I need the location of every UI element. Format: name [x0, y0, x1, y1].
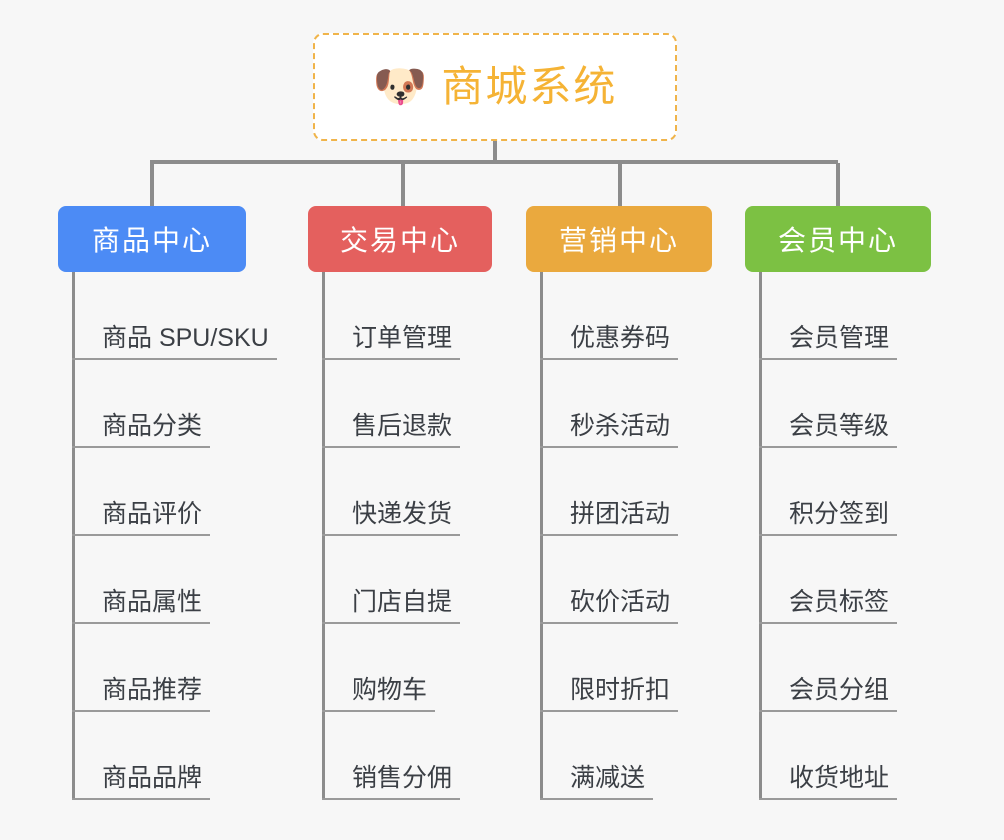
leaf-item[interactable]: 会员管理	[759, 272, 898, 360]
leaf-item-label: 商品评价	[72, 500, 211, 536]
leaf-item[interactable]: 收货地址	[759, 712, 898, 800]
leaf-item-label: 购物车	[322, 676, 436, 712]
leaf-item-label: 秒杀活动	[540, 412, 679, 448]
branch-spine-3	[540, 272, 543, 800]
branch-header-marketing[interactable]: 营销中心	[526, 206, 712, 272]
leaf-item[interactable]: 商品评价	[72, 448, 277, 536]
leaf-item[interactable]: 砍价活动	[540, 536, 679, 624]
branch-header-product[interactable]: 商品中心	[58, 206, 246, 272]
drop-connector-2	[401, 163, 405, 208]
leaf-item[interactable]: 销售分佣	[322, 712, 461, 800]
leaf-item[interactable]: 满减送	[540, 712, 678, 800]
leaf-list-trade: 订单管理售后退款快递发货门店自提购物车销售分佣	[322, 272, 461, 800]
leaf-item-label: 会员标签	[759, 588, 898, 624]
leaf-item[interactable]: 购物车	[322, 624, 460, 712]
leaf-item-label: 会员管理	[759, 324, 898, 360]
leaf-item[interactable]: 秒杀活动	[540, 360, 679, 448]
leaf-item-label: 商品属性	[72, 588, 211, 624]
leaf-item-label: 砍价活动	[540, 588, 679, 624]
leaf-item-label: 商品 SPU/SKU	[72, 324, 277, 360]
leaf-item[interactable]: 商品品牌	[72, 712, 277, 800]
leaf-item-label: 售后退款	[322, 412, 461, 448]
leaf-item-label: 快递发货	[322, 500, 461, 536]
leaf-item-label: 拼团活动	[540, 500, 679, 536]
branch-header-member[interactable]: 会员中心	[745, 206, 931, 272]
drop-connector-3	[618, 163, 622, 208]
leaf-item[interactable]: 拼团活动	[540, 448, 679, 536]
leaf-item-label: 限时折扣	[540, 676, 679, 712]
leaf-item-label: 商品品牌	[72, 764, 211, 800]
leaf-item[interactable]: 会员等级	[759, 360, 898, 448]
leaf-item[interactable]: 商品属性	[72, 536, 277, 624]
branch-header-label: 会员中心	[777, 225, 898, 256]
leaf-item[interactable]: 快递发货	[322, 448, 461, 536]
leaf-item[interactable]: 积分签到	[759, 448, 898, 536]
leaf-item[interactable]: 门店自提	[322, 536, 461, 624]
root-stem-connector	[493, 141, 497, 163]
root-node-mall-system[interactable]: 🐶 商城系统	[313, 33, 677, 141]
branch-column-product: 商品中心	[58, 206, 246, 272]
branch-header-trade[interactable]: 交易中心	[308, 206, 492, 272]
leaf-item[interactable]: 售后退款	[322, 360, 461, 448]
leaf-item[interactable]: 会员分组	[759, 624, 898, 712]
root-node-title: 商城系统	[441, 63, 618, 110]
leaf-list-marketing: 优惠券码秒杀活动拼团活动砍价活动限时折扣满减送	[540, 272, 679, 800]
shiba-dog-face-icon: 🐶	[372, 62, 428, 111]
leaf-item-label: 门店自提	[322, 588, 461, 624]
leaf-item[interactable]: 商品 SPU/SKU	[72, 272, 277, 360]
branch-column-member: 会员中心	[745, 206, 931, 272]
branch-spine-1	[72, 272, 75, 800]
leaf-item[interactable]: 会员标签	[759, 536, 898, 624]
drop-connector-4	[836, 163, 840, 208]
branch-spine-2	[322, 272, 325, 800]
leaf-item-label: 订单管理	[322, 324, 461, 360]
branch-column-marketing: 营销中心	[526, 206, 712, 272]
leaf-item-label: 收货地址	[759, 764, 898, 800]
branch-header-label: 商品中心	[91, 225, 212, 256]
leaf-item-label: 会员等级	[759, 412, 898, 448]
leaf-item[interactable]: 订单管理	[322, 272, 461, 360]
leaf-item-label: 满减送	[540, 764, 654, 800]
horizontal-bus-connector	[150, 160, 838, 164]
leaf-item-label: 商品分类	[72, 412, 211, 448]
branch-column-trade: 交易中心	[308, 206, 492, 272]
leaf-item[interactable]: 限时折扣	[540, 624, 679, 712]
drop-connector-1	[150, 163, 154, 208]
leaf-item-label: 商品推荐	[72, 676, 211, 712]
leaf-item-label: 积分签到	[759, 500, 898, 536]
leaf-item[interactable]: 优惠券码	[540, 272, 679, 360]
leaf-item-label: 优惠券码	[540, 324, 679, 360]
branch-spine-4	[759, 272, 762, 800]
leaf-item-label: 会员分组	[759, 676, 898, 712]
leaf-item[interactable]: 商品推荐	[72, 624, 277, 712]
leaf-item[interactable]: 商品分类	[72, 360, 277, 448]
branch-header-label: 交易中心	[339, 225, 460, 256]
leaf-list-product: 商品 SPU/SKU 商品分类商品评价商品属性商品推荐商品品牌	[72, 272, 277, 800]
branch-header-label: 营销中心	[558, 225, 679, 256]
leaf-item-label: 销售分佣	[322, 764, 461, 800]
leaf-list-member: 会员管理会员等级积分签到会员标签会员分组收货地址	[759, 272, 898, 800]
